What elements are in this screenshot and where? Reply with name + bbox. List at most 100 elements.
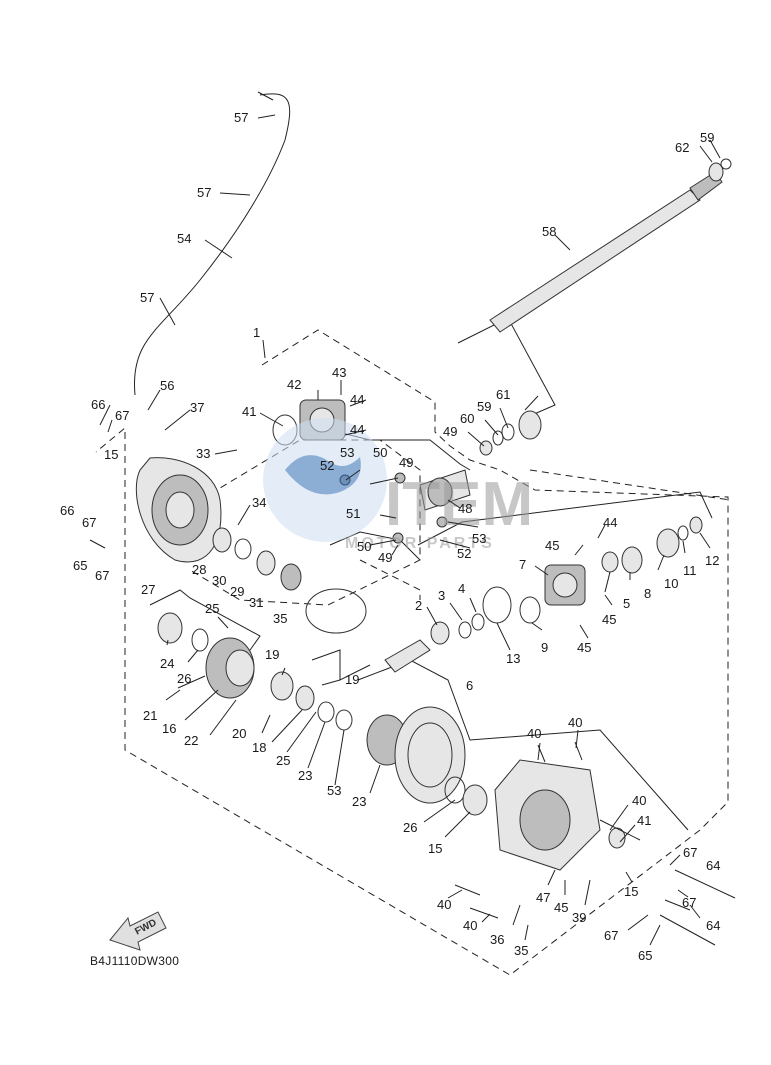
callout: 23 bbox=[352, 794, 366, 809]
callout: 53 bbox=[472, 531, 486, 546]
callout: 65 bbox=[638, 948, 652, 963]
callout: 20 bbox=[232, 726, 246, 741]
callout: 42 bbox=[287, 377, 301, 392]
callout: 50 bbox=[357, 539, 371, 554]
output-flange bbox=[544, 564, 586, 606]
callout: 49 bbox=[378, 550, 392, 565]
callout: 45 bbox=[554, 900, 568, 915]
callout: 7 bbox=[519, 557, 526, 572]
callout: 27 bbox=[141, 582, 155, 597]
callout: 30 bbox=[212, 573, 226, 588]
callout: 24 bbox=[160, 656, 174, 671]
callout: 66 bbox=[91, 397, 105, 412]
callout: 25 bbox=[205, 601, 219, 616]
watermark-brand: ITEM bbox=[385, 470, 533, 539]
callout: 6 bbox=[466, 678, 473, 693]
callout: 40 bbox=[632, 793, 646, 808]
callout: 49 bbox=[443, 424, 457, 439]
callout: 21 bbox=[143, 708, 157, 723]
callout: 47 bbox=[536, 890, 550, 905]
callout: 67 bbox=[683, 845, 697, 860]
callout: 28 bbox=[192, 562, 206, 577]
callout: 43 bbox=[332, 365, 346, 380]
callout: 16 bbox=[162, 721, 176, 736]
callout: 35 bbox=[273, 611, 287, 626]
callout: 57 bbox=[234, 110, 248, 125]
callout: 34 bbox=[252, 495, 266, 510]
callout: 53 bbox=[340, 445, 354, 460]
callout: 64 bbox=[706, 858, 720, 873]
callout-numbers: 57 57 54 57 1 56 37 66 67 41 42 43 44 44… bbox=[60, 110, 720, 963]
callout: 58 bbox=[542, 224, 556, 239]
callout: 53 bbox=[327, 783, 341, 798]
callout: 45 bbox=[602, 612, 616, 627]
callout: 50 bbox=[373, 445, 387, 460]
callout: 11 bbox=[683, 563, 697, 578]
callout: 40 bbox=[437, 897, 451, 912]
callout: 59 bbox=[700, 130, 714, 145]
pinion-gear bbox=[384, 639, 431, 673]
callout: 19 bbox=[265, 647, 279, 662]
forward-direction-arrow: FWD bbox=[109, 911, 167, 951]
callout: 9 bbox=[541, 640, 548, 655]
callout: 12 bbox=[705, 553, 719, 568]
callout: 41 bbox=[637, 813, 651, 828]
callout: 25 bbox=[276, 753, 290, 768]
callout: 45 bbox=[577, 640, 591, 655]
callout: 49 bbox=[399, 455, 413, 470]
callout: 51 bbox=[346, 506, 360, 521]
callout: 5 bbox=[623, 596, 630, 611]
callout: 3 bbox=[438, 588, 445, 603]
callout: 44 bbox=[603, 515, 617, 530]
callout: 54 bbox=[177, 231, 191, 246]
differential-case bbox=[366, 706, 466, 804]
callout: 57 bbox=[197, 185, 211, 200]
callout: 40 bbox=[527, 726, 541, 741]
callout: 52 bbox=[320, 458, 334, 473]
callout: 62 bbox=[675, 140, 689, 155]
callout: 61 bbox=[496, 387, 510, 402]
rear-housing bbox=[494, 759, 601, 871]
callout: 37 bbox=[190, 400, 204, 415]
callout: 10 bbox=[664, 576, 678, 591]
callout: 67 bbox=[95, 568, 109, 583]
watermark-subtitle: MOTOR PARTS bbox=[345, 535, 495, 552]
callout: 44 bbox=[350, 422, 364, 437]
diagram-code: B4J1110DW300 bbox=[90, 954, 179, 968]
callout: 60 bbox=[460, 411, 474, 426]
callout: 2 bbox=[415, 598, 422, 613]
callout: 40 bbox=[568, 715, 582, 730]
leader-lines bbox=[99, 114, 721, 946]
callout: 66 bbox=[60, 503, 74, 518]
callout: 40 bbox=[463, 918, 477, 933]
callout: 52 bbox=[457, 546, 471, 561]
callout: 23 bbox=[298, 768, 312, 783]
callout: 67 bbox=[682, 895, 696, 910]
rear-cover bbox=[205, 637, 255, 699]
callout: 64 bbox=[706, 918, 720, 933]
callout: 8 bbox=[644, 586, 651, 601]
callout: 65 bbox=[73, 558, 87, 573]
callout: 33 bbox=[196, 446, 210, 461]
shift-fork-assembly bbox=[339, 469, 471, 544]
callout: 45 bbox=[545, 538, 559, 553]
callout: 26 bbox=[177, 671, 191, 686]
callout: 36 bbox=[490, 932, 504, 947]
callout: 15 bbox=[104, 447, 118, 462]
callout: 67 bbox=[604, 928, 618, 943]
callout: 44 bbox=[350, 392, 364, 407]
callout: 15 bbox=[428, 841, 442, 856]
assembly-boundary-lines bbox=[95, 329, 731, 976]
callout: 48 bbox=[458, 501, 472, 516]
callout: 4 bbox=[458, 581, 465, 596]
watermark: ITEM MOTOR PARTS bbox=[263, 418, 533, 552]
callout: 35 bbox=[514, 943, 528, 958]
callout: 56 bbox=[160, 378, 174, 393]
callout: 15 bbox=[624, 884, 638, 899]
callout: 31 bbox=[249, 595, 263, 610]
callout: 41 bbox=[242, 404, 256, 419]
seals-and-rings bbox=[157, 410, 703, 849]
callout: 39 bbox=[572, 910, 586, 925]
callout: 19 bbox=[345, 672, 359, 687]
